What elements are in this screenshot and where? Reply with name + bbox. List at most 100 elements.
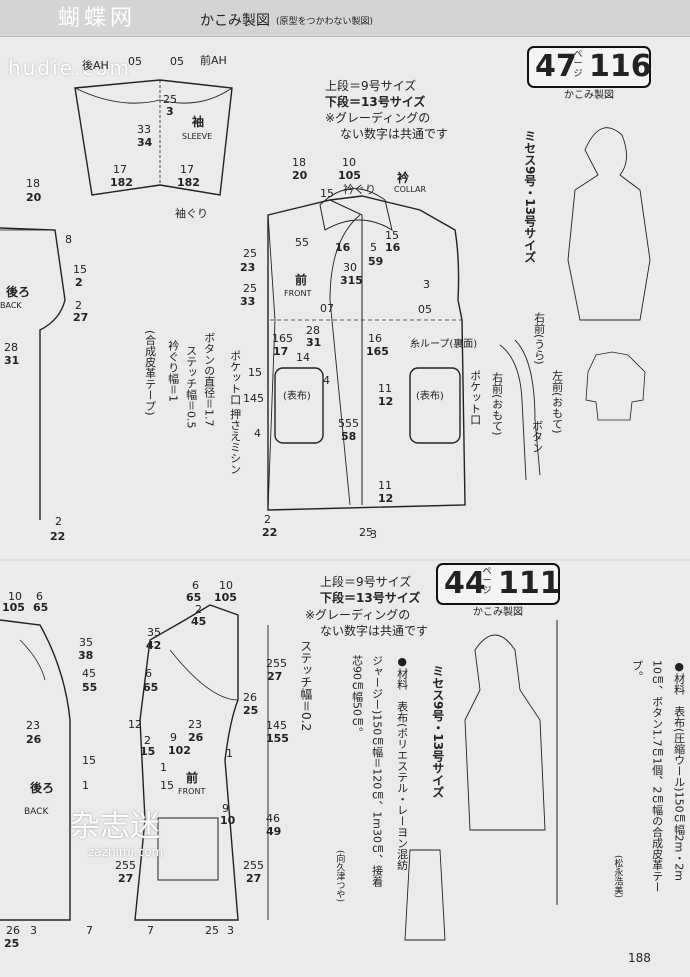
page-ref-badge-bottom: 44 ページ 111 かこみ製図 <box>436 563 561 618</box>
dim-11b: 11 <box>378 479 392 492</box>
left-dim-2a: 2 <box>75 276 83 289</box>
sleeve-label-en: SLEEVE <box>182 132 213 141</box>
b-dim-49: 49 <box>266 825 282 838</box>
left-dim-18: 18 <box>26 177 40 190</box>
b-dim-27c: 27 <box>246 872 262 885</box>
dim-3b: 3 <box>370 528 377 541</box>
dim-05a: 05 <box>128 55 142 68</box>
collar-label-en: COLLAR <box>394 185 427 194</box>
b-dim-2b: 2 <box>144 734 151 747</box>
b-dim-27: 27 <box>267 670 283 683</box>
dim-17c: 17 <box>273 345 289 358</box>
b-dim-65b: 65 <box>186 591 202 604</box>
badge-page-label-bottom: ページ <box>482 567 492 596</box>
b-dim-26b: 26 <box>26 733 42 746</box>
collar-label: 衿 <box>397 171 410 185</box>
dim-16c: 16 <box>368 332 382 345</box>
button-note: ボタンの直径＝1.7 <box>202 332 216 427</box>
dim-31: 31 <box>306 336 322 349</box>
header-watermark: hudie.com <box>8 56 131 80</box>
loop-label: 糸ループ(裏面) <box>410 339 478 350</box>
header-logo: 蝴蝶网 <box>58 6 137 31</box>
bottom-size-note-3: ※グレーディングの <box>305 608 411 622</box>
dim-2a: 2 <box>264 513 271 526</box>
b-dim-12: 12 <box>128 718 142 731</box>
vertical-size-bottom: ミセス9号・13号サイズ <box>430 665 445 799</box>
dim-315: 315 <box>340 274 363 287</box>
dim-05c: 05 <box>418 303 432 316</box>
dim-17b: 17 <box>180 163 194 176</box>
left-dim-2c: 2 <box>55 515 62 528</box>
dim-30: 30 <box>343 261 357 274</box>
badge-page-label: ページ <box>573 50 583 79</box>
b-dim-25b: 25 <box>4 937 20 950</box>
b-dim-38: 38 <box>78 649 94 662</box>
back-label-top: 後ろ <box>6 285 31 299</box>
b-dim-105: 105 <box>2 601 25 614</box>
b-dim-255c: 255 <box>243 859 264 872</box>
dim-165a: 165 <box>272 332 293 345</box>
badge-left-number-bottom: 44 <box>444 566 486 601</box>
dim-16a: 16 <box>335 241 351 254</box>
b-dim-1b: 1 <box>82 779 89 792</box>
sleeve-label: 袖 <box>192 115 205 129</box>
dim-11a: 11 <box>378 382 392 395</box>
dim-5: 5 <box>370 241 377 254</box>
watermark-zazhimi: 杂志迷 <box>70 809 160 844</box>
pocket-label-right: (表布) <box>416 391 444 402</box>
back-label-en-top: BACK <box>0 301 22 310</box>
b-dim-6: 6 <box>36 590 43 603</box>
b-dim-10b: 10 <box>219 579 233 592</box>
badge-right-number-bottom: 111 <box>498 566 561 601</box>
dim-07: 07 <box>320 302 334 315</box>
b-dim-9: 9 <box>170 731 177 744</box>
right-credit: (松永浩美) <box>612 855 623 899</box>
badge-caption: かこみ製図 <box>564 90 614 101</box>
dim-12a: 12 <box>378 395 394 408</box>
dim-145: 145 <box>243 392 264 405</box>
right-front-label: 右前(おもて) <box>490 372 504 436</box>
b-dim-26d: 26 <box>6 924 20 937</box>
front-label: 前 <box>295 273 308 287</box>
b-dim-102: 102 <box>168 744 191 757</box>
tape-note: (合成皮革テープ) <box>143 330 157 416</box>
b-dim-6b: 6 <box>192 579 199 592</box>
material-line-1: ●材料 表布(ポリエステル・レーヨン混紡 <box>395 655 409 871</box>
b-dim-2: 2 <box>195 603 202 616</box>
dim-59: 59 <box>368 255 384 268</box>
b-dim-1: 1 <box>226 747 233 760</box>
b-dim-27b: 27 <box>118 872 134 885</box>
dim-55a: 55 <box>295 236 309 249</box>
bottom-front-label-en: FRONT <box>178 787 206 796</box>
bottom-size-note-2: 下段＝13号サイズ <box>320 591 421 605</box>
dim-17a: 17 <box>113 163 127 176</box>
left-dim-8: 8 <box>65 233 72 246</box>
header-title: かこみ製図 <box>200 13 270 29</box>
dim-23: 23 <box>240 261 256 274</box>
b-dim-35b: 35 <box>147 626 161 639</box>
b-dim-7: 7 <box>86 924 93 937</box>
bottom-size-note-4: ない数字は共通です <box>320 624 429 638</box>
dim-182a: 182 <box>110 176 133 189</box>
material-line-2: ジャージー)150㎝幅＝120㎝、1m30㎝、接着 <box>370 655 384 887</box>
b-dim-255b: 255 <box>115 859 136 872</box>
left-dim-20: 20 <box>26 191 42 204</box>
header-subtitle: (原型をつかわない製図) <box>276 17 374 27</box>
b-dim-65c: 65 <box>143 681 159 694</box>
bottom-front-label: 前 <box>186 771 199 785</box>
pocket-mouth-right: ポケット口 <box>468 370 482 425</box>
dim-15c: 15 <box>248 366 262 379</box>
b-dim-15: 15 <box>140 745 156 758</box>
left-dim-27: 27 <box>73 311 89 324</box>
right-material-line-3: プ。 <box>630 660 644 682</box>
bottom-stitch-note: ステッチ幅＝0.2 <box>298 640 313 732</box>
front-label-en: FRONT <box>284 289 312 298</box>
dim-4b: 4 <box>254 427 261 440</box>
dim-28: 28 <box>306 324 320 337</box>
left-dim-31: 31 <box>4 354 20 367</box>
pocket-label-left: (表布) <box>283 391 311 402</box>
b-dim-35: 35 <box>79 636 93 649</box>
dim-05b: 05 <box>170 55 184 68</box>
b-dim-9b: 9 <box>222 802 229 815</box>
